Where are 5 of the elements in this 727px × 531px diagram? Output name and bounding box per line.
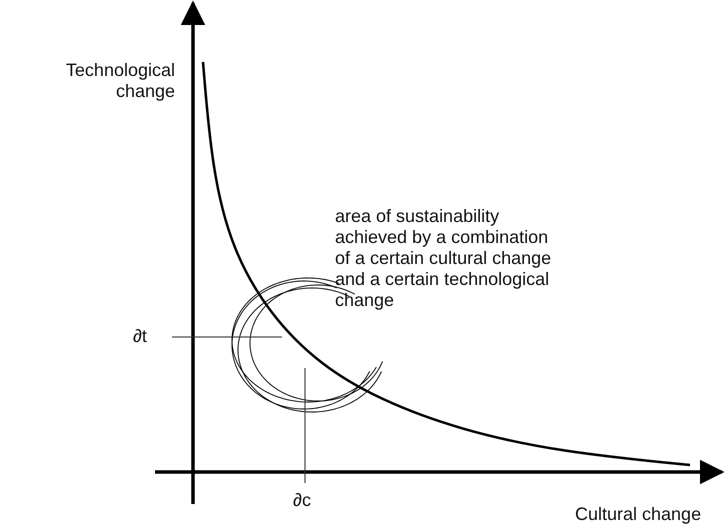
point-label: ∂t — [133, 326, 148, 347]
axis-label: Cultural change — [575, 504, 702, 525]
point-label: ∂c — [292, 490, 312, 511]
annotation-text: area of sustainability achieved by a combination of a certain cultural change and a certain technological change — [335, 206, 552, 311]
axis-label: Technological change — [64, 60, 175, 102]
